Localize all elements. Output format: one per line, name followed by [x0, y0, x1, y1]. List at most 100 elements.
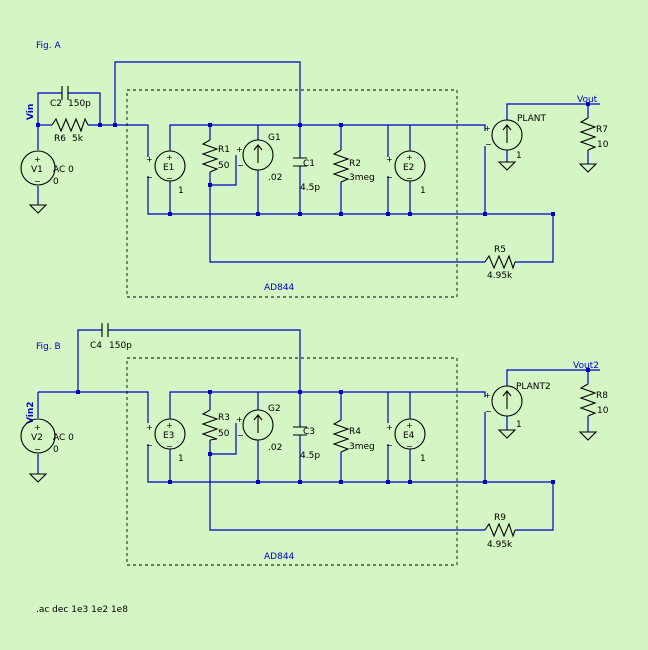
resistor-r3: R3 50	[201, 409, 230, 441]
g2-value: .02	[268, 443, 282, 453]
resistor-r4: R4 3meg	[332, 419, 375, 453]
net-label-vout2: Vout2	[573, 361, 599, 371]
spice-directive: .ac dec 1e3 1e2 1e8	[36, 605, 128, 615]
fig-a-junctions	[36, 102, 590, 216]
resistor-r9: R9 4.95k	[484, 513, 516, 550]
svg-text:−: −	[34, 445, 41, 454]
fig-a-title: Fig. A	[36, 41, 61, 51]
svg-text:+: +	[386, 155, 393, 164]
svg-text:−: −	[485, 407, 492, 416]
v1-name: V1	[31, 165, 43, 175]
svg-text:−: −	[406, 442, 413, 451]
ground-symbol	[497, 161, 517, 171]
vcvs-e4: + − + − E4 1	[386, 418, 426, 464]
fig-b-junctions	[76, 368, 590, 484]
plant-gain: 1	[516, 151, 522, 161]
r3-value: 50	[218, 429, 230, 439]
c1-name: C1	[303, 159, 315, 169]
r5-name: R5	[494, 245, 506, 255]
resistor-r8: R8 10	[579, 383, 609, 417]
c1-value: 4.5p	[300, 183, 320, 193]
svg-text:+: +	[146, 155, 153, 164]
svg-text:−: −	[386, 441, 393, 450]
fig-b-wires	[37, 329, 600, 531]
voltage-source-v2: + − V2 AC 0 0	[20, 418, 74, 455]
g1-value: .02	[268, 173, 282, 183]
plant-source: + − PLANT 1	[484, 114, 547, 161]
v2-name: V2	[31, 433, 43, 443]
r5-value: 4.95k	[487, 271, 513, 281]
e3-gain: 1	[178, 454, 184, 464]
net-label-vin2: Vin2	[26, 401, 36, 424]
r2-name: R2	[349, 159, 361, 169]
plant2-name: PLANT2	[516, 382, 551, 392]
svg-text:−: −	[406, 174, 413, 183]
r4-name: R4	[349, 427, 361, 437]
v2-value2: 0	[53, 445, 59, 455]
fig-a-ad844-box	[126, 89, 458, 298]
svg-text:+: +	[386, 423, 393, 432]
svg-text:+: +	[34, 155, 41, 164]
vccs-g1: + − G1 .02	[236, 133, 282, 183]
svg-text:+: +	[166, 153, 173, 162]
c2-value: 150p	[68, 99, 91, 109]
g2-name: G2	[268, 404, 281, 414]
r9-name: R9	[494, 513, 506, 523]
plant-name: PLANT	[517, 114, 547, 124]
svg-text:−: −	[146, 173, 153, 182]
svg-text:+: +	[166, 421, 173, 430]
r2-value: 3meg	[349, 173, 375, 183]
r9-value: 4.95k	[487, 540, 513, 550]
r1-name: R1	[218, 145, 230, 155]
net-label-vout: Vout	[577, 95, 598, 105]
fig-b-ad844-box	[126, 357, 458, 566]
fig-b-box-label: AD844	[264, 552, 295, 562]
resistor-r7: R7 10	[579, 117, 609, 151]
vcvs-e1: + − + − E1 1	[146, 150, 186, 196]
svg-text:+: +	[406, 153, 413, 162]
svg-text:−: −	[146, 441, 153, 450]
vccs-g2: + − G2 .02	[236, 404, 282, 453]
plant2-source: + − PLANT2 1	[484, 382, 551, 430]
e2-gain: 1	[420, 186, 426, 196]
svg-text:+: +	[236, 415, 243, 424]
e1-gain: 1	[178, 186, 184, 196]
e4-name: E4	[403, 431, 415, 441]
c4-value: 150p	[109, 341, 132, 351]
svg-text:−: −	[485, 140, 492, 149]
capacitor-c2: C2 150p	[50, 86, 91, 109]
capacitor-c4: C4 150p	[90, 323, 132, 351]
r4-value: 3meg	[349, 442, 375, 452]
vcvs-e3: + − + − E3 1	[146, 418, 186, 464]
voltage-source-v1: + − V1 AC 0 0	[20, 150, 74, 187]
ground-symbol	[28, 204, 48, 214]
plant2-gain: 1	[516, 420, 522, 430]
svg-text:+: +	[236, 145, 243, 154]
svg-text:+: +	[484, 124, 491, 133]
ground-symbol	[578, 163, 598, 173]
v2-value: AC 0	[53, 433, 74, 443]
r8-name: R8	[596, 391, 608, 401]
c3-value: 4.5p	[300, 451, 320, 461]
c4-name: C4	[90, 341, 102, 351]
capacitor-c3: C3 4.5p	[293, 426, 320, 461]
svg-text:+: +	[484, 391, 491, 400]
r6-value: 5k	[72, 134, 84, 144]
e1-name: E1	[163, 163, 174, 173]
svg-text:−: −	[166, 442, 173, 451]
resistor-r5: R5 4.95k	[484, 245, 516, 281]
net-label-vin: Vin	[26, 104, 36, 120]
e3-name: E3	[163, 431, 174, 441]
g1-name: G1	[268, 133, 281, 143]
v1-value: AC 0	[53, 165, 74, 175]
fig-a-box-label: AD844	[264, 283, 295, 293]
figure-b: Fig. B	[20, 323, 609, 566]
svg-text:−: −	[237, 431, 244, 440]
ground-symbol	[28, 473, 48, 483]
svg-text:−: −	[386, 173, 393, 182]
r7-name: R7	[596, 125, 608, 135]
r3-name: R3	[218, 413, 230, 423]
c3-name: C3	[303, 427, 315, 437]
svg-text:−: −	[237, 161, 244, 170]
